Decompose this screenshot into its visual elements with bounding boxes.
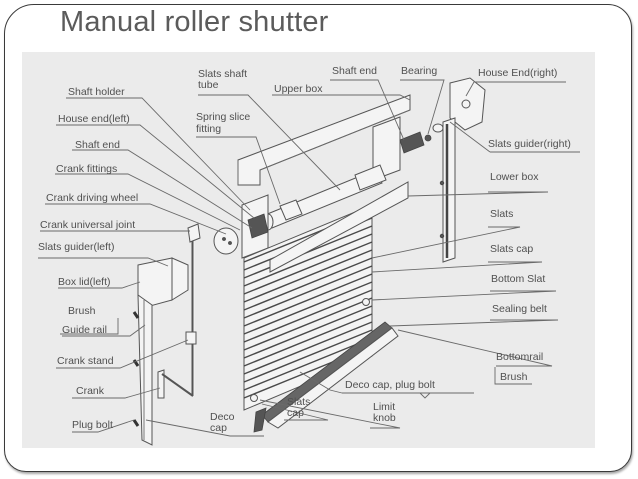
lower-box-part: [269, 181, 409, 273]
label-spring-slice-fitting-line1: Spring slice: [196, 111, 250, 123]
label-slats-cap-bottom-line1: Slats: [287, 396, 310, 408]
label-sealing-belt: Sealing belt: [492, 303, 547, 315]
shaft-end-right-part: [399, 123, 444, 154]
label-slats-shaft-tube-line2: tube: [198, 79, 219, 91]
label-slats: Slats: [490, 208, 513, 220]
roller-shutter-diagram: Shaft holder House end(left) Shaft end C…: [22, 52, 595, 448]
plug-bolts-part: [132, 311, 140, 427]
crank-rod-part: [157, 223, 201, 399]
label-crank-universal-joint: Crank universal joint: [40, 219, 135, 231]
label-guide-rail: Guide rail: [62, 324, 107, 336]
label-crank-driving-wheel: Crank driving wheel: [46, 192, 138, 204]
label-bottom-rail: Bottomrail: [496, 351, 543, 363]
crank-driving-wheel-part: [213, 227, 239, 255]
label-limit-knob-line1: Limit: [373, 401, 395, 413]
label-bottom-slat: Bottom Slat: [491, 273, 545, 285]
label-slats-guider-right: Slats guider(right): [488, 138, 571, 150]
label-shaft-holder: Shaft holder: [68, 86, 125, 98]
house-end-right-part: [449, 77, 486, 131]
label-crank: Crank: [76, 385, 105, 397]
bottom-rail-part: [253, 321, 399, 433]
label-lower-box: Lower box: [490, 171, 539, 183]
label-brush-right: Brush: [500, 371, 528, 383]
label-box-lid-left: Box lid(left): [58, 276, 111, 288]
label-upper-box: Upper box: [274, 83, 323, 95]
shaft-plate-right-part: [372, 116, 401, 181]
part-labels: Shaft holder House end(left) Shaft end C…: [38, 65, 571, 434]
label-limit-knob-line2: knob: [373, 412, 396, 424]
slide-title: Manual roller shutter: [60, 6, 329, 38]
label-spring-slice-fitting-line2: fitting: [196, 123, 221, 135]
label-deco-cap-plug-bolt: Deco cap, plug bolt: [345, 379, 435, 391]
label-brush-left: Brush: [68, 305, 96, 317]
label-slats-cap-bottom-line2: cap: [287, 407, 304, 419]
label-shaft-end-left: Shaft end: [75, 139, 120, 151]
label-crank-stand: Crank stand: [57, 355, 114, 367]
box-lid-left-part: [137, 257, 189, 307]
upper-box-part: [237, 94, 411, 186]
label-deco-cap-line2: cap: [210, 422, 227, 434]
label-bearing: Bearing: [401, 65, 437, 77]
label-house-end-left: House end(left): [58, 113, 130, 125]
guide-rail-right-part: [439, 117, 456, 263]
label-slats-cap-right: Slats cap: [490, 243, 533, 255]
shaft-tube-part: [262, 164, 387, 231]
label-slats-guider-left: Slats guider(left): [38, 241, 114, 253]
label-slats-shaft-tube-line1: Slats shaft: [198, 68, 247, 80]
label-house-end-right: House End(right): [478, 67, 557, 79]
label-deco-cap-line1: Deco: [210, 411, 235, 423]
label-shaft-end-right: Shaft end: [332, 65, 377, 77]
shaft-plate-left-part: [241, 194, 269, 259]
label-crank-fittings: Crank fittings: [56, 163, 117, 175]
guide-rail-left-part: [137, 294, 153, 446]
leader-lines: [38, 79, 580, 437]
label-plug-bolt: Plug bolt: [72, 419, 113, 431]
